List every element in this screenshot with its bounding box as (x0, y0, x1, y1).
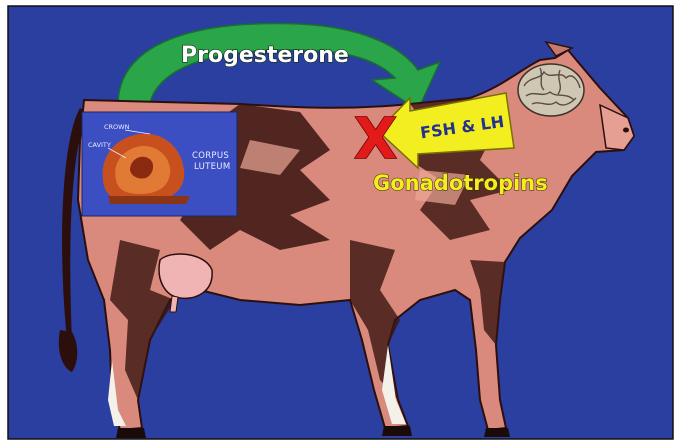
progesterone-label: Progesterone (181, 43, 349, 68)
block-x-mark: X (354, 107, 397, 172)
corpus-label-line2: LUTEUM (194, 162, 230, 172)
brain-icon (518, 64, 584, 116)
cavity-label: CAVITY (88, 141, 111, 149)
crown-label: CROWN (104, 123, 130, 131)
corpus-luteum-inset: CROWN CAVITY CORPUS LUTEUM (82, 112, 237, 216)
corpus-label-line1: CORPUS (192, 151, 229, 161)
gonadotropins-label: Gonadotropins (373, 171, 548, 195)
